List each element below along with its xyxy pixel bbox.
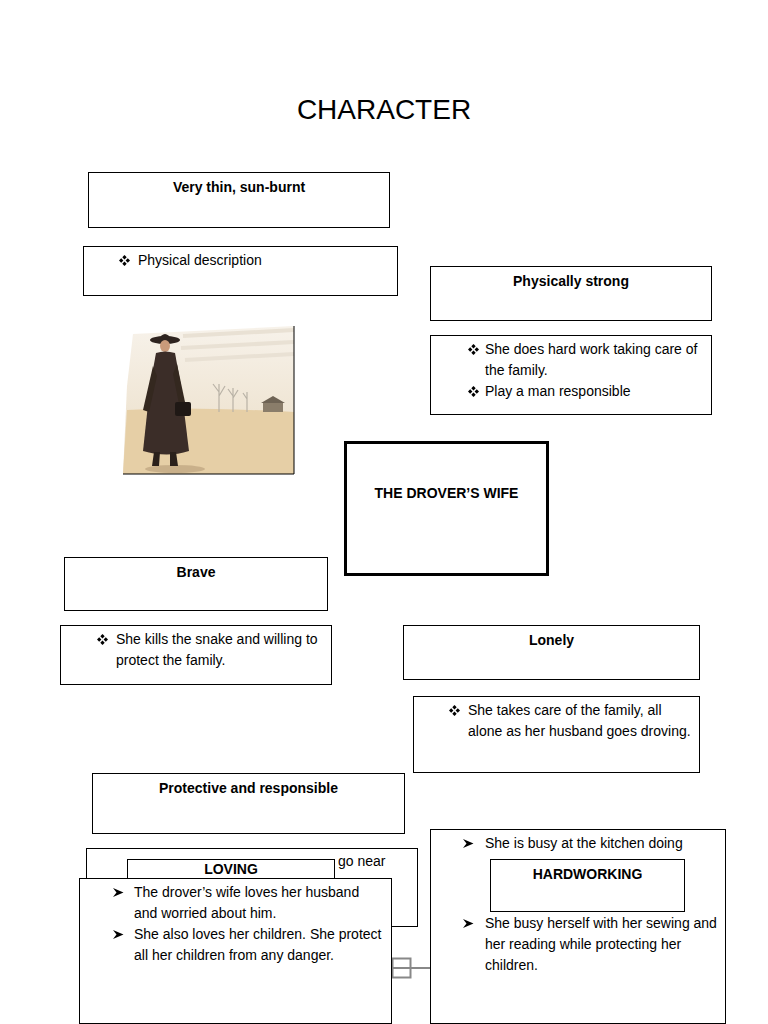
bullet-text: She takes care of the family, all alone …: [468, 700, 691, 742]
trait-heading: Protective and responsible: [92, 773, 405, 834]
sky-streaks: [181, 330, 294, 360]
shadow: [145, 465, 205, 473]
bullet-text: She busy herself with her sewing and her…: [485, 913, 717, 976]
woman-illustration: [123, 326, 295, 476]
heading-text: THE DROVER’S WIFE: [355, 484, 538, 502]
sky: [123, 326, 294, 474]
heading-text: LOVING: [132, 861, 330, 877]
diagram-title: CHARACTER: [297, 94, 471, 126]
dead-trees: [213, 384, 247, 412]
bullet-text: The drover’s wife loves her husband and …: [134, 882, 383, 924]
bullet-text: She does hard work taking care of the fa…: [485, 339, 703, 381]
bullet-marker: [113, 929, 124, 940]
central-box: THE DROVER’S WIFE: [344, 441, 549, 576]
trait-detail: She is busy at the kitchen doingShe busy…: [430, 829, 726, 1024]
bullet-text: Physical description: [138, 250, 389, 271]
heading-text: HARDWORKING: [499, 865, 676, 883]
trait-heading: Physically strong: [430, 266, 712, 321]
trait-heading: Lonely: [403, 625, 700, 680]
trait-detail: She does hard work taking care of the fa…: [430, 335, 712, 415]
title-area: CHARACTER: [0, 0, 768, 126]
bullet-marker: [468, 344, 479, 355]
heading-text: Brave: [73, 563, 319, 581]
heading-text: Physically strong: [439, 272, 703, 290]
connector-line: [392, 967, 430, 969]
bullet-marker: [468, 386, 479, 397]
bullet-marker: [119, 255, 130, 266]
trait-detail: The drover’s wife loves her husband and …: [79, 878, 392, 1024]
picture-frame: [123, 326, 294, 474]
trait-detail: She kills the snake and willing to prote…: [60, 625, 332, 685]
bullet-marker: [463, 918, 474, 929]
trait-heading: HARDWORKING: [490, 859, 685, 912]
bullet-marker: [97, 634, 108, 645]
bullet-text: She is busy at the kitchen doing: [485, 833, 717, 854]
woman-figure: [143, 334, 191, 466]
heading-text: Very thin, sun-burnt: [97, 178, 381, 196]
trait-detail: Physical description: [83, 246, 398, 296]
trait-heading: Brave: [64, 557, 328, 611]
heading-text: Lonely: [412, 631, 691, 649]
bullet-text: She also loves her children. She protect…: [134, 924, 383, 966]
trait-heading: Very thin, sun-burnt: [88, 172, 390, 228]
bullet-marker: [449, 705, 460, 716]
trait-heading: LOVING: [127, 859, 335, 879]
heading-text: Protective and responsible: [101, 779, 396, 797]
bullet-marker: [113, 887, 124, 898]
bullet-text: She kills the snake and willing to prote…: [116, 629, 323, 671]
bullet-text: Play a man responsible: [485, 381, 703, 402]
bullet-marker: [463, 838, 474, 849]
trait-detail: She takes care of the family, all alone …: [413, 696, 700, 773]
hut: [261, 396, 285, 412]
bullet-text: go near: [338, 851, 413, 872]
